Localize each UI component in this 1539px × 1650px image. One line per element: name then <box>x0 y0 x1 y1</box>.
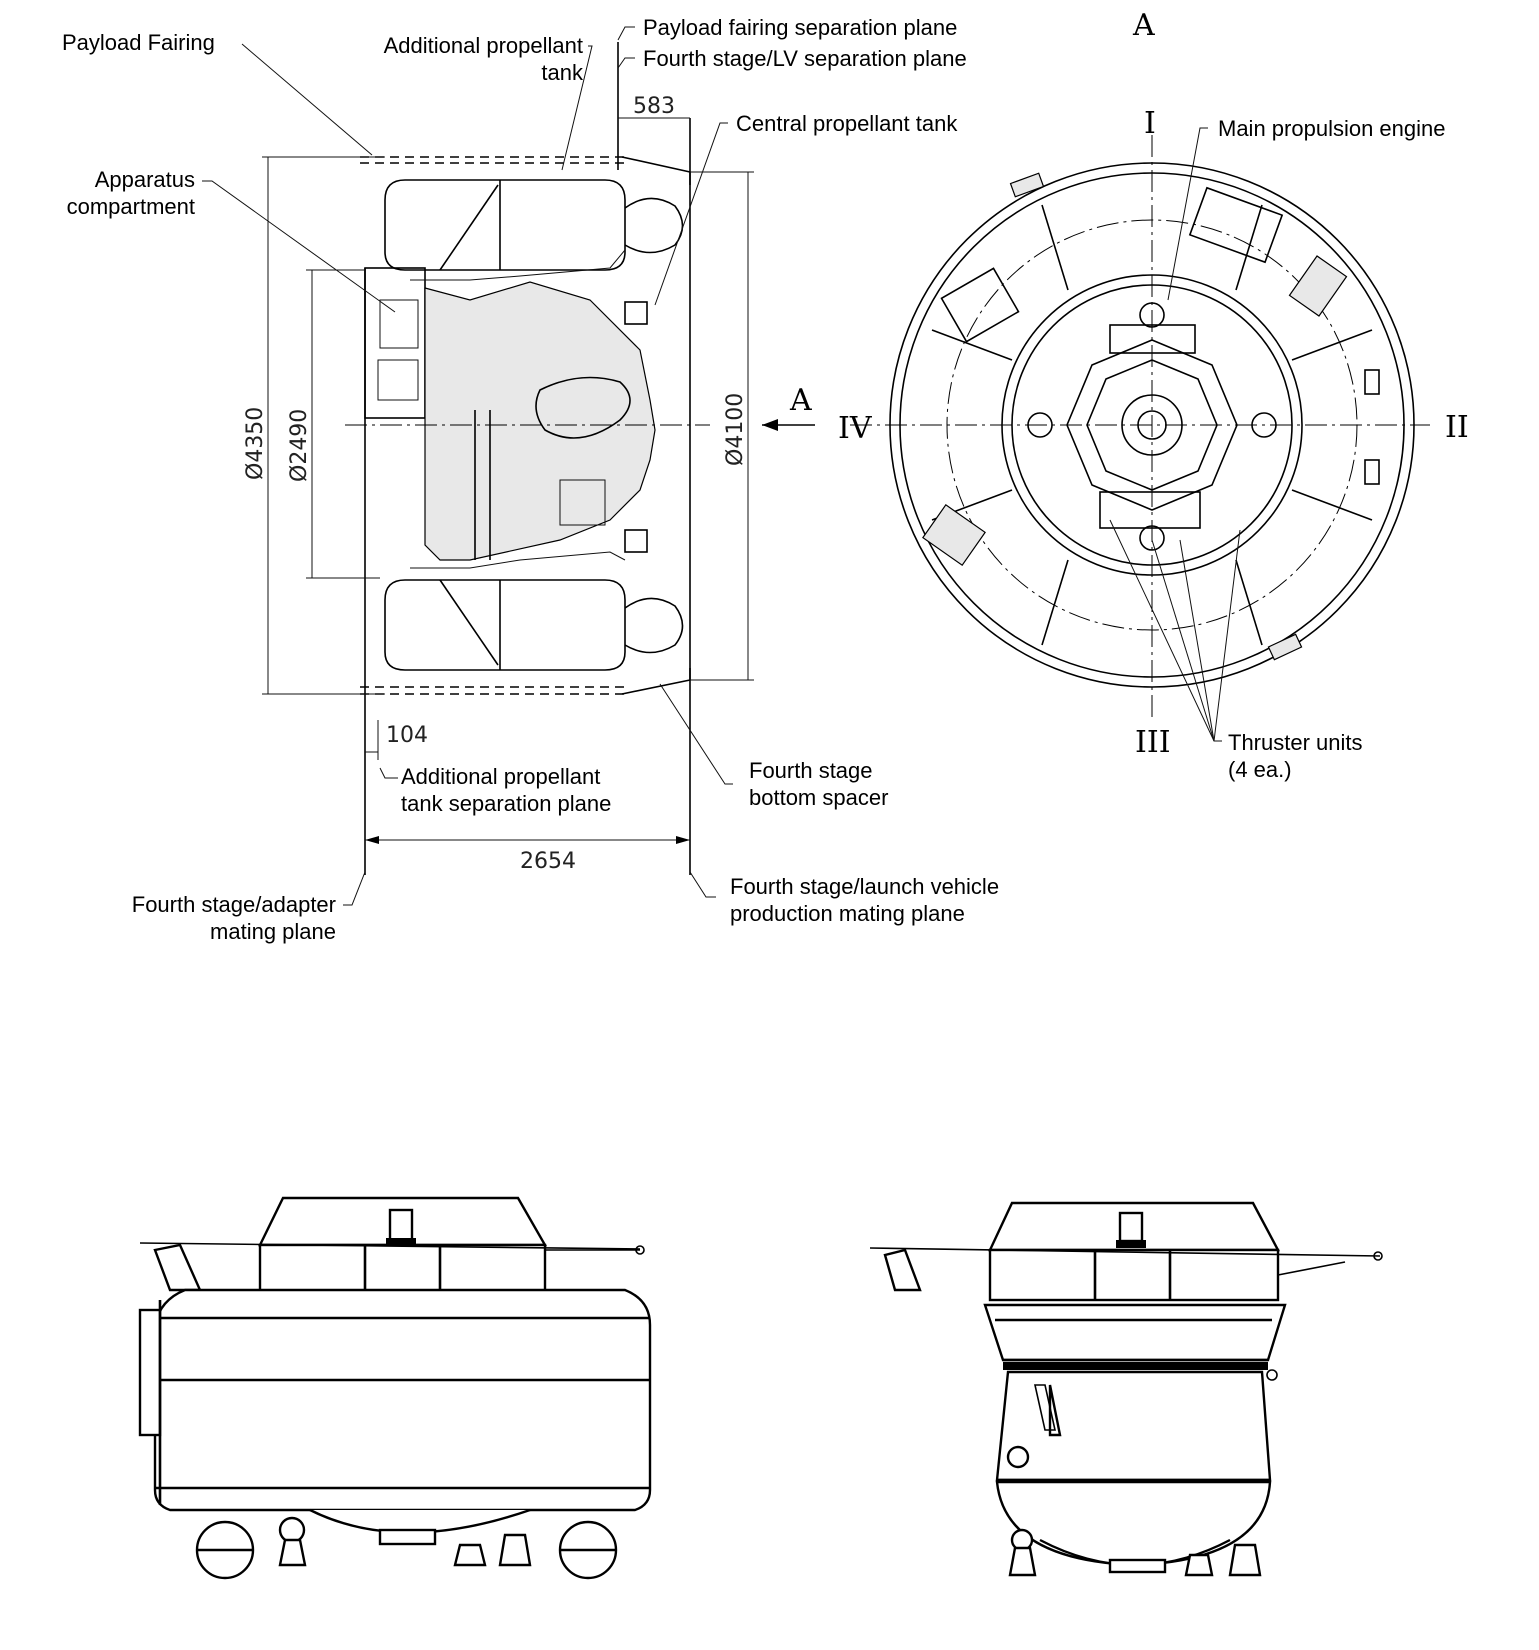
end-view-a <box>850 135 1430 720</box>
label-bottom-spacer-2: bottom spacer <box>749 785 888 810</box>
label-central-tank: Central propellant tank <box>736 111 958 136</box>
apparatus-compartment-block <box>364 267 426 419</box>
label-thruster-units-1: Thruster units <box>1228 730 1363 755</box>
label-tank-separation-1: Additional propellant <box>401 764 600 789</box>
lower-body <box>995 1370 1272 1482</box>
label-production-mating-2: production mating plane <box>730 901 965 926</box>
label-thruster-units-2: (4 ea.) <box>1228 757 1292 782</box>
dim-104: 104 <box>386 723 428 748</box>
dim-583: 583 <box>633 94 675 119</box>
adapter-skirt <box>983 1303 1287 1362</box>
label-adapter-mating-1: Fourth stage/adapter <box>132 892 336 917</box>
label-apparatus-1: Apparatus <box>95 167 195 192</box>
axis-label-i: I <box>1144 106 1156 141</box>
label-additional-tank-1: Additional propellant <box>384 33 583 58</box>
label-adapter-mating-2: mating plane <box>210 919 336 944</box>
end-view-leaders <box>1109 127 1241 742</box>
view-a-title: A <box>1132 8 1155 43</box>
axis-label-iii: III <box>1135 725 1171 760</box>
label-fairing-separation: Payload fairing separation plane <box>643 15 957 40</box>
label-production-mating-1: Fourth stage/launch vehicle <box>730 874 999 899</box>
central-octagon <box>1066 339 1238 511</box>
label-main-engine: Main propulsion engine <box>1218 116 1446 141</box>
lower-additional-tank <box>384 579 626 671</box>
upper-additional-tank <box>384 179 626 271</box>
exterior-side-view <box>138 1196 652 1580</box>
main-tank-body <box>153 1288 652 1512</box>
label-stage-lv-separation: Fourth stage/LV separation plane <box>643 46 967 71</box>
exterior-front-view <box>869 1201 1383 1577</box>
label-tank-separation-2: tank separation plane <box>401 791 611 816</box>
side-dimensions <box>262 117 754 844</box>
round-port <box>1006 1445 1030 1469</box>
side-section-view <box>345 42 815 875</box>
dim-4100: Ø4100 <box>723 393 748 466</box>
dim-2490: Ø2490 <box>287 409 312 482</box>
axis-label-iv: IV <box>838 411 873 446</box>
side-leaders <box>202 26 733 906</box>
axis-label-ii: II <box>1445 410 1469 445</box>
label-apparatus-2: compartment <box>67 194 195 219</box>
dim-4350: Ø4350 <box>243 407 268 480</box>
dim-2654: 2654 <box>520 849 576 874</box>
label-payload-fairing: Payload Fairing <box>62 30 215 55</box>
label-bottom-spacer-1: Fourth stage <box>749 758 873 783</box>
label-additional-tank-2: tank <box>541 60 584 85</box>
view-a-arrow-label: A <box>789 383 812 418</box>
